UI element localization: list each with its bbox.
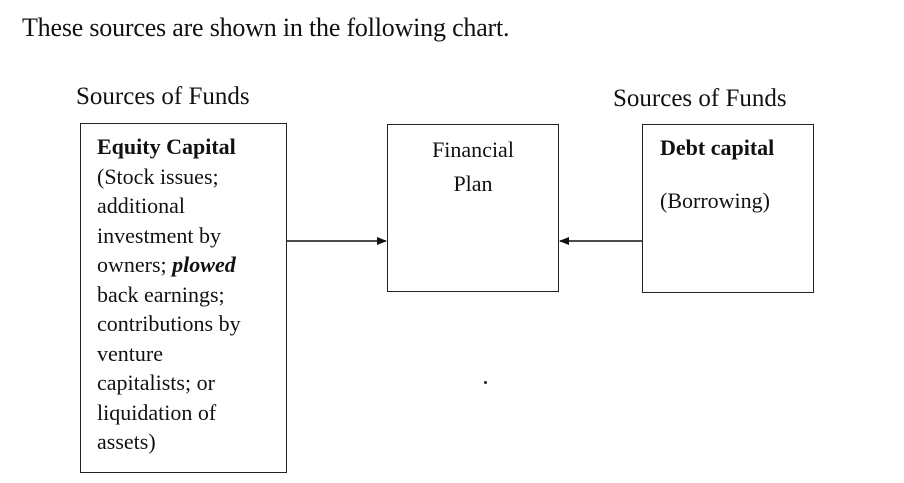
plowed-emphasis: plowed	[172, 252, 236, 277]
equity-line: venture	[97, 340, 163, 366]
equity-line: liquidation of	[97, 399, 217, 425]
debt-capital-box: Debt capital (Borrowing)	[642, 124, 814, 293]
equity-capital-box: Equity Capital (Stock issues; additional…	[80, 123, 287, 473]
owners-text: owners;	[97, 252, 173, 277]
debt-capital-title: Debt capital	[660, 135, 775, 160]
financial-plan-box: Financial Plan	[387, 124, 559, 292]
debt-capital-subtitle: (Borrowing)	[660, 188, 770, 213]
financial-plan-line2: Plan	[453, 171, 493, 196]
equity-owners-line: owners; plowed	[97, 250, 286, 280]
intro-sentence: These sources are shown in the following…	[22, 13, 510, 42]
equity-line: (Stock issues;	[97, 163, 219, 189]
financial-plan-line1: Financial	[432, 137, 514, 162]
equity-line: assets)	[97, 429, 156, 454]
left-sources-heading: Sources of Funds	[76, 83, 250, 110]
equity-line: back earnings;	[97, 281, 225, 307]
right-sources-heading: Sources of Funds	[613, 85, 787, 112]
equity-capital-title: Equity Capital	[97, 134, 236, 159]
equity-line: contributions by	[97, 311, 241, 336]
equity-line: capitalists; or	[97, 370, 215, 395]
equity-line: additional	[97, 193, 185, 218]
equity-line: investment by	[97, 222, 222, 248]
stray-dot	[484, 381, 487, 384]
